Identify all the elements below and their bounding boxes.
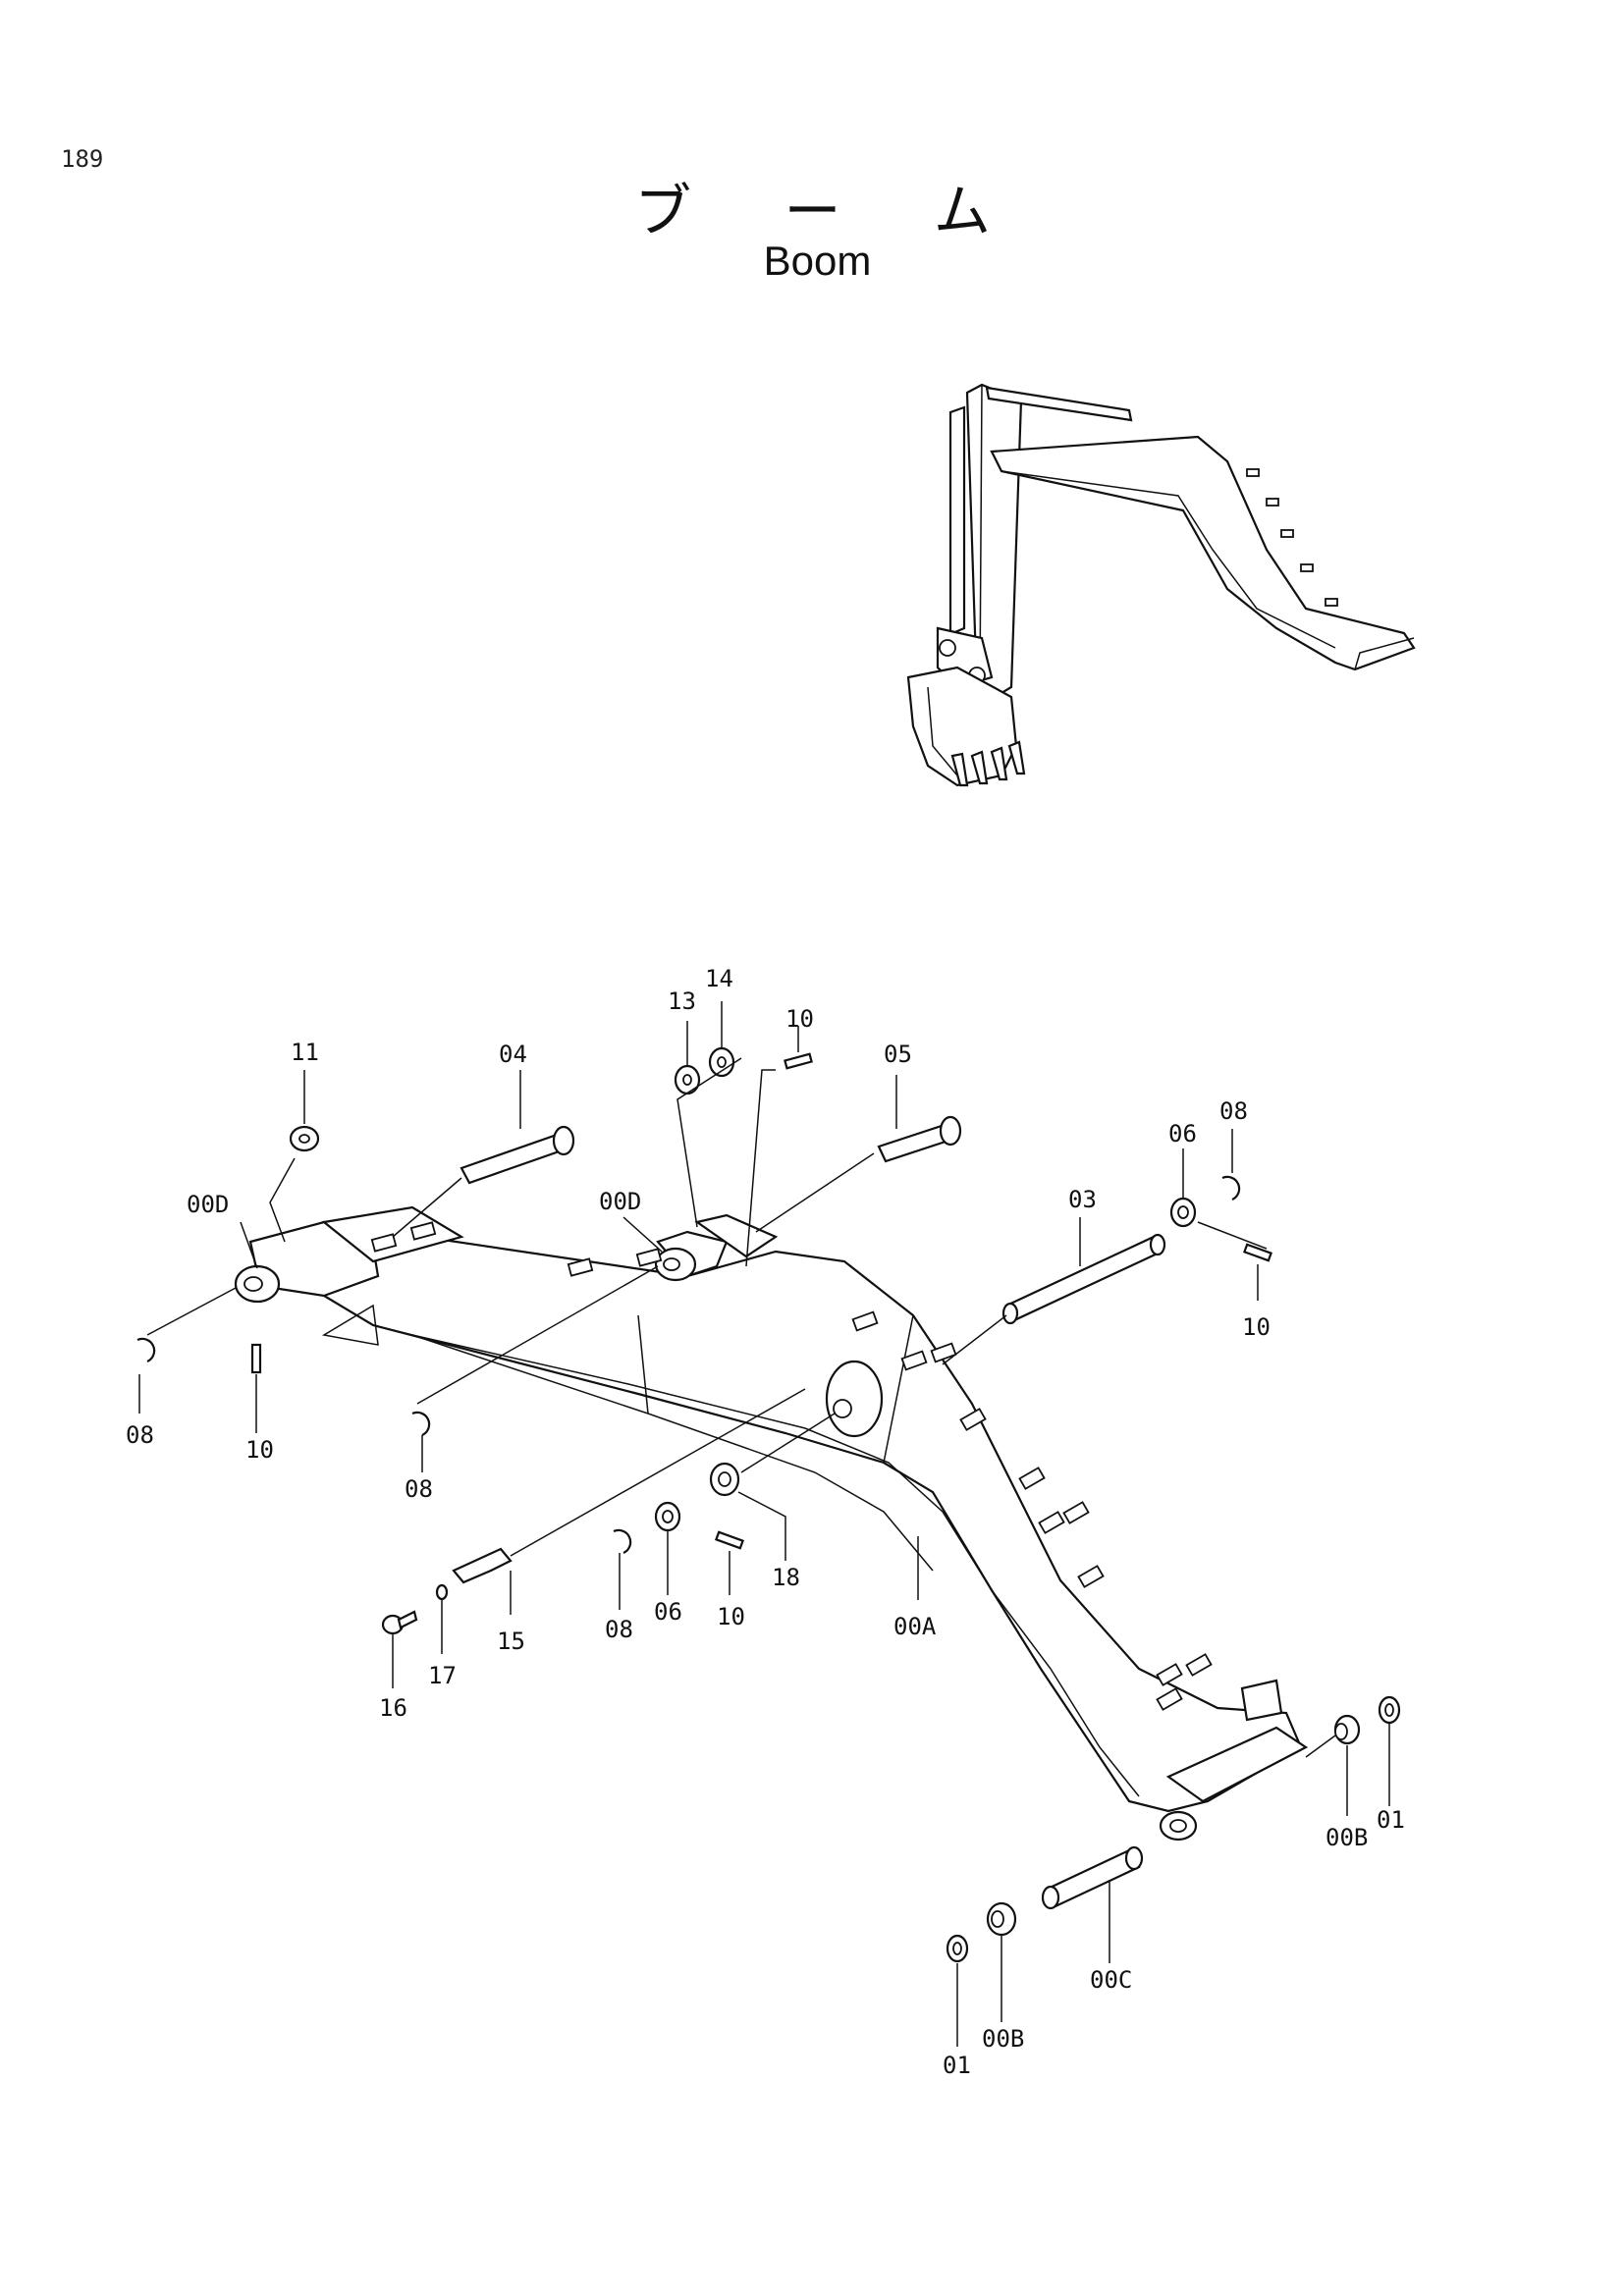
callout-08-left: 08 (126, 1421, 154, 1449)
callout-10-top: 10 (785, 1005, 814, 1033)
callout-08-right: 08 (1219, 1097, 1248, 1125)
page-title-japanese: ブ ー ム (634, 178, 1028, 244)
callout-16: 16 (379, 1694, 407, 1722)
loose-parts (136, 1046, 1401, 1963)
callout-00B-bottom: 00B (982, 2025, 1024, 2053)
callout-08-mid: 08 (405, 1475, 433, 1503)
callout-05: 05 (884, 1041, 912, 1068)
callout-00D-mid: 00D (599, 1188, 641, 1215)
leader-lines (138, 1001, 1390, 2047)
callout-10-right: 10 (1242, 1313, 1271, 1341)
page-number: 189 (61, 145, 104, 173)
callout-00D-left: 00D (187, 1191, 229, 1218)
callout-14: 14 (705, 965, 733, 992)
callout-18: 18 (772, 1564, 800, 1591)
callout-04: 04 (499, 1041, 527, 1068)
boom-weldment (234, 1205, 1309, 1842)
callout-17: 17 (428, 1662, 457, 1689)
excavator-attachment-thumbnail (906, 383, 1416, 787)
callout-01-right: 01 (1377, 1806, 1405, 1834)
callout-06-lower: 06 (654, 1598, 682, 1626)
callout-00A: 00A (893, 1613, 937, 1640)
callout-03: 03 (1068, 1186, 1097, 1213)
callout-11: 11 (291, 1039, 319, 1066)
callout-13: 13 (668, 988, 696, 1015)
callout-15: 15 (497, 1628, 525, 1655)
callout-labels: 11 04 13 14 10 05 00D 00D 03 06 08 10 08… (126, 965, 1405, 2079)
page-title-english: Boom (763, 238, 872, 284)
callout-00B-right: 00B (1325, 1824, 1368, 1851)
callout-00C: 00C (1090, 1966, 1132, 1994)
callout-06-right: 06 (1168, 1120, 1197, 1148)
callout-10-left: 10 (245, 1436, 274, 1464)
callout-01-bottom: 01 (943, 2052, 971, 2079)
callout-10-lower: 10 (717, 1603, 745, 1630)
callout-08-lower: 08 (605, 1616, 633, 1643)
